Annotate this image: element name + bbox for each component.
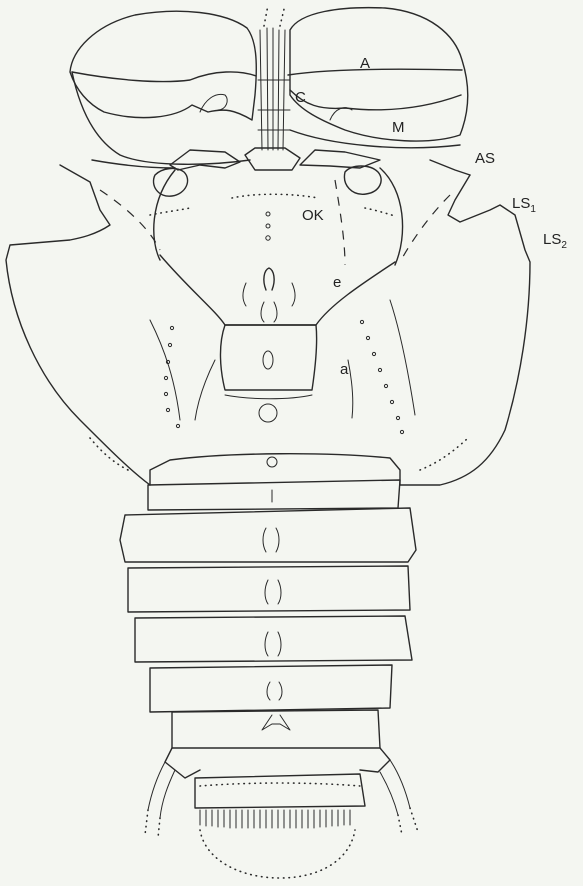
central-markings	[220, 268, 316, 467]
label-C: C	[295, 89, 306, 106]
label-e: e	[333, 274, 341, 291]
label-A: A	[360, 55, 370, 72]
label-LS2: LS2	[543, 231, 567, 251]
central-antennules	[245, 5, 300, 170]
label-LS1: LS1	[512, 195, 536, 215]
pore-rows	[164, 212, 403, 434]
right-antenna-plate	[288, 8, 468, 148]
label-a: a	[340, 361, 349, 378]
dotted-rows	[90, 194, 468, 470]
telson-region	[145, 748, 418, 878]
abdominal-segments	[120, 480, 416, 748]
label-OK: OK	[302, 207, 324, 224]
label-AS: AS	[475, 150, 495, 167]
label-M: M	[392, 119, 405, 136]
left-antenna-plate	[70, 11, 256, 164]
carapace-grooves	[100, 180, 450, 420]
